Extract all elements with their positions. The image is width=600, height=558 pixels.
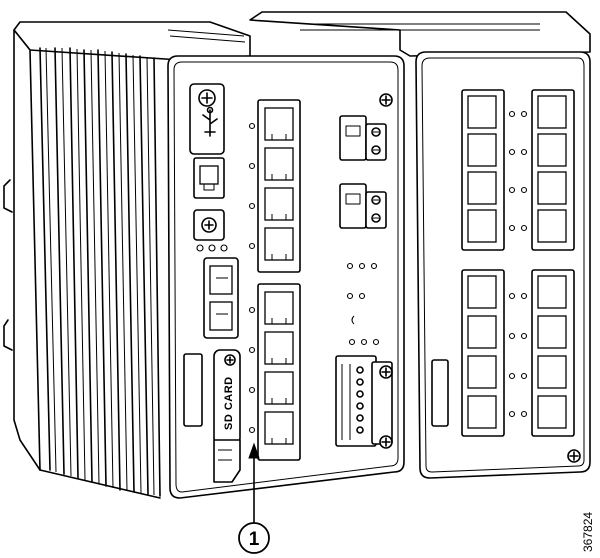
callout-1: 1	[238, 442, 270, 554]
callout-number: 1	[249, 529, 260, 550]
sfp-ports	[203, 257, 239, 339]
power-connector-icon	[339, 115, 387, 161]
power-connector-icon	[339, 183, 387, 229]
screw-icon	[379, 435, 393, 449]
usb-icon	[202, 106, 218, 137]
alarm-connector-icon	[335, 355, 393, 447]
screw-icon	[567, 449, 581, 463]
console-port	[193, 157, 225, 199]
system-leds	[346, 262, 380, 346]
screw-icon	[193, 209, 225, 241]
screw-icon	[189, 83, 225, 155]
figure-id: 367824	[581, 512, 595, 552]
screw-icon	[379, 93, 393, 107]
heat-sink	[3, 21, 251, 499]
expansion-ethernet-ports	[461, 89, 575, 437]
label-plate	[183, 353, 203, 427]
ethernet-ports-lower	[248, 283, 301, 461]
label-plate	[431, 359, 449, 427]
status-leds	[196, 244, 228, 252]
sd-card-label: SD CARD	[223, 376, 235, 430]
sd-card-slot: SD CARD	[213, 349, 241, 483]
ethernet-ports-upper	[248, 99, 301, 273]
screw-icon	[379, 365, 393, 379]
